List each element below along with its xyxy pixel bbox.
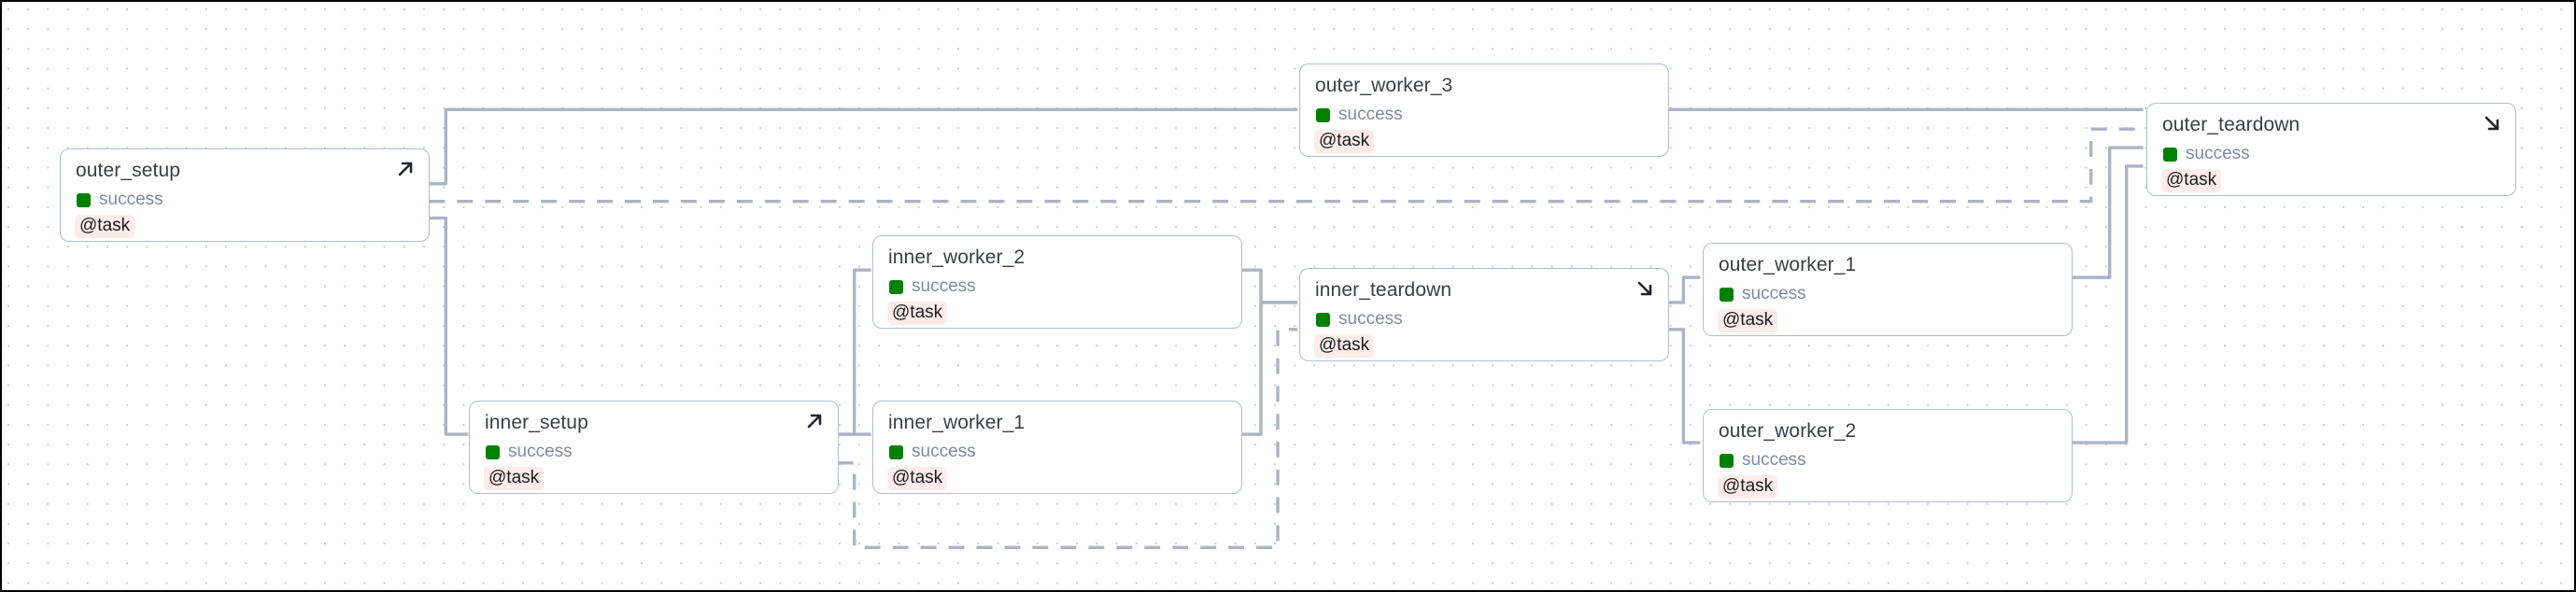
node-tag: @task — [484, 467, 545, 490]
status-swatch-icon — [889, 444, 903, 459]
node-tag: @task — [887, 467, 948, 490]
status-label: success — [1742, 284, 1806, 303]
node-title: inner_teardown — [1315, 279, 1452, 301]
status-swatch-icon — [1316, 107, 1330, 122]
node-tag: @task — [887, 302, 948, 325]
arrow-down-right-icon[interactable] — [1634, 277, 1656, 300]
node-tag: @task — [1314, 334, 1375, 358]
status-label: success — [1338, 105, 1403, 124]
status-label: success — [508, 442, 573, 461]
status-label: success — [2186, 144, 2250, 163]
node-status: success — [1316, 309, 1403, 330]
node-tag: @task — [1314, 130, 1375, 153]
arrow-down-right-icon[interactable] — [2481, 112, 2503, 134]
status-label: success — [912, 276, 976, 296]
node-title: inner_setup — [485, 412, 588, 433]
node-title: inner_worker_1 — [888, 412, 1026, 433]
edge-outer_setup-to-outer_teardown[interactable] — [429, 127, 2144, 204]
node-title: outer_setup — [76, 160, 181, 181]
node-title: outer_worker_1 — [1719, 254, 1857, 275]
status-swatch-icon — [1316, 312, 1330, 327]
node-status: success — [1720, 450, 1806, 471]
node-status: success — [2163, 144, 2250, 164]
status-label: success — [1338, 309, 1403, 329]
edge-inner_teardown-to-outer_worker_2[interactable] — [1666, 328, 1701, 444]
node-tag: @task — [75, 215, 135, 238]
status-label: success — [1742, 450, 1806, 470]
node-tag: @task — [1718, 309, 1778, 332]
node-tag: @task — [2161, 169, 2222, 192]
arrow-up-right-icon[interactable] — [394, 158, 417, 180]
edge-inner_worker_2-to-inner_teardown[interactable] — [1240, 268, 1297, 304]
node-status: success — [486, 442, 573, 462]
node-tag: @task — [1718, 475, 1778, 499]
edge-outer_setup-to-inner_setup[interactable] — [429, 216, 469, 436]
arrow-up-right-icon[interactable] — [803, 410, 826, 432]
node-status: success — [889, 442, 976, 462]
node-title: outer_teardown — [2162, 114, 2300, 135]
status-label: success — [99, 190, 163, 209]
node-status: success — [77, 190, 163, 210]
node-title: inner_worker_2 — [888, 247, 1026, 268]
status-swatch-icon — [1720, 453, 1734, 468]
edge-inner_worker_1-to-inner_teardown[interactable] — [1240, 301, 1297, 436]
status-swatch-icon — [77, 192, 91, 207]
status-swatch-icon — [1720, 287, 1734, 302]
edge-outer_worker_1-to-outer_teardown[interactable] — [2069, 146, 2144, 279]
edge-outer_worker_2-to-outer_teardown[interactable] — [2069, 164, 2144, 444]
node-title: outer_worker_2 — [1719, 420, 1857, 442]
status-swatch-icon — [2163, 147, 2177, 162]
status-swatch-icon — [889, 279, 903, 294]
node-status: success — [1316, 105, 1403, 125]
edge-inner_teardown-to-outer_worker_1[interactable] — [1666, 275, 1701, 304]
status-label: success — [912, 442, 976, 461]
node-title: outer_worker_3 — [1315, 75, 1453, 96]
status-swatch-icon — [486, 444, 500, 459]
edge-inner_setup-to-inner_worker_2[interactable] — [837, 268, 871, 436]
edge-outer_setup-to-outer_worker_3[interactable] — [429, 107, 1297, 186]
node-status: success — [1720, 284, 1806, 304]
node-status: success — [889, 276, 976, 297]
